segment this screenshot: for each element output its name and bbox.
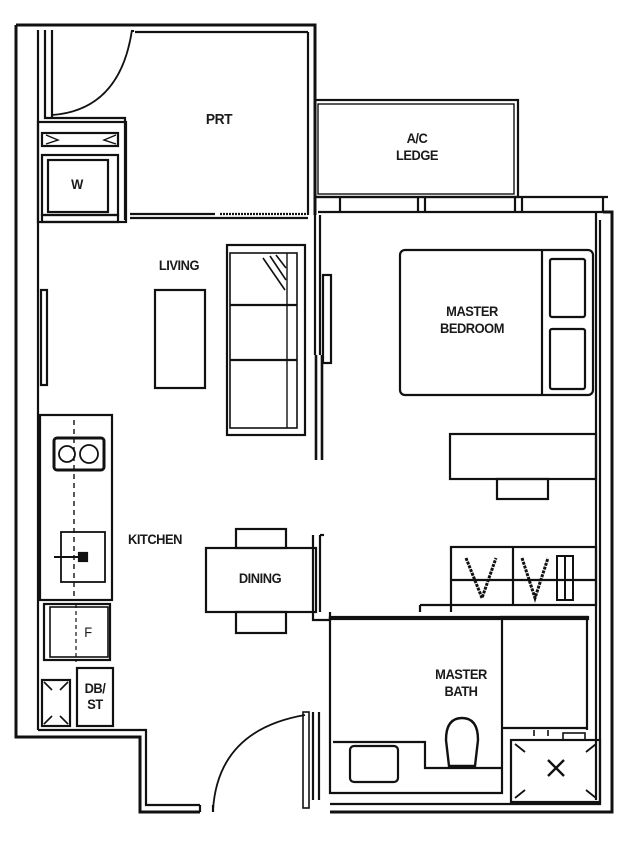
coffee-table	[153, 288, 207, 390]
desk	[448, 432, 598, 501]
room-label-master-bath-line2: BATH	[444, 683, 478, 699]
fixture-label-fridge: F	[84, 624, 92, 640]
fixture-label-db-st-line2: ST	[87, 696, 103, 712]
room-label-ac-ledge-line2: LEDGE	[395, 147, 439, 163]
fixture-label-db-st: DB/ ST	[79, 680, 110, 712]
db-st-closet	[40, 666, 115, 728]
sofa	[225, 243, 307, 437]
room-label-master-bath: MASTER BATH	[423, 666, 498, 700]
room-ac-ledge	[313, 98, 608, 214]
bed	[398, 248, 595, 397]
washer-closet	[36, 120, 128, 224]
wardrobe	[418, 545, 598, 612]
room-label-ac-ledge: A/C LEDGE	[385, 130, 449, 164]
toilet	[444, 716, 480, 768]
living-area	[39, 215, 333, 460]
room-label-living: LIVING	[158, 257, 200, 273]
room-label-kitchen: KITCHEN	[127, 531, 183, 547]
room-label-master-bedroom-line1: MASTER	[446, 303, 498, 319]
fixture-label-washer: W	[71, 176, 83, 192]
room-label-master-bedroom-line2: BEDROOM	[439, 320, 505, 336]
room-label-dining: DINING	[238, 570, 282, 586]
vanity-basin	[348, 744, 400, 784]
fridge	[42, 602, 112, 662]
kitchen-counter	[38, 413, 114, 602]
master-bath	[328, 615, 590, 795]
fixture-label-db-st-line1: DB/	[84, 680, 106, 696]
room-label-prt: PRT	[205, 111, 233, 128]
room-label-master-bath-line1: MASTER	[435, 666, 487, 682]
dining-table	[204, 527, 318, 635]
room-prt	[43, 29, 310, 220]
shower	[509, 730, 602, 804]
entrance-door	[198, 711, 321, 812]
room-label-master-bedroom: MASTER BEDROOM	[428, 303, 516, 337]
room-label-ac-ledge-line1: A/C	[406, 130, 428, 146]
